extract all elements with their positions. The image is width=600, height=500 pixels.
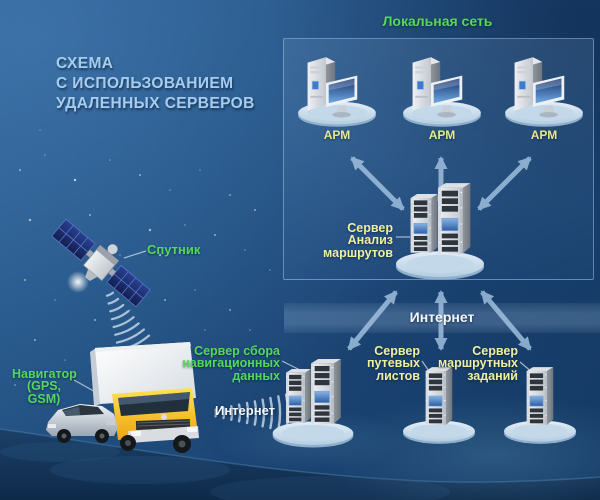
- route-tasks-server-label: Сервер маршрутных заданий: [438, 344, 518, 383]
- internet-band-label: Интернет: [409, 309, 475, 325]
- arm-label-3: АРМ: [530, 128, 558, 142]
- nav-data-server-label: Сервер сбора навигационных данных: [182, 344, 280, 383]
- truck-icon: [90, 342, 199, 453]
- truck-internet-label: Интернет: [214, 403, 275, 418]
- page-title: СХЕМА С ИСПОЛЬЗОВАНИЕМ УДАЛЕННЫХ СЕРВЕРО…: [56, 54, 255, 114]
- title-line-3: УДАЛЕННЫХ СЕРВЕРОВ: [56, 95, 255, 112]
- truck-and-car-icon: [46, 342, 199, 453]
- arrow-server-navdata: [347, 290, 398, 351]
- local-network-label: Локальная сеть: [382, 13, 493, 29]
- arrow-arm1-server: [350, 156, 405, 211]
- title-line-2: С ИСПОЛЬЗОВАНИЕМ: [56, 75, 234, 92]
- arrow-server-routetasks: [480, 290, 532, 351]
- satellite-label: Спутник: [147, 242, 201, 257]
- route-analysis-server-icon: [394, 180, 486, 280]
- satellite-icon: [46, 208, 156, 318]
- stars: [14, 129, 271, 386]
- arrow-arm3-server: [477, 156, 532, 211]
- arrows: [347, 156, 532, 351]
- arm-label-2: АРМ: [428, 128, 456, 142]
- workstation-icon: [291, 48, 383, 129]
- car-icon: [46, 404, 118, 443]
- workstation-icon: [498, 48, 590, 129]
- workstation-icon: [396, 48, 488, 129]
- satellite-waves: [105, 291, 151, 352]
- title-line-1: СХЕМА: [56, 55, 114, 72]
- navigator-label: Навигатор (GPS, GSM): [12, 367, 77, 406]
- route-analysis-server-label: Сервер Анализ маршрутов: [323, 221, 393, 260]
- waybills-server-label: Сервер путевых листов: [366, 344, 420, 383]
- arm-label-1: АРМ: [323, 128, 351, 142]
